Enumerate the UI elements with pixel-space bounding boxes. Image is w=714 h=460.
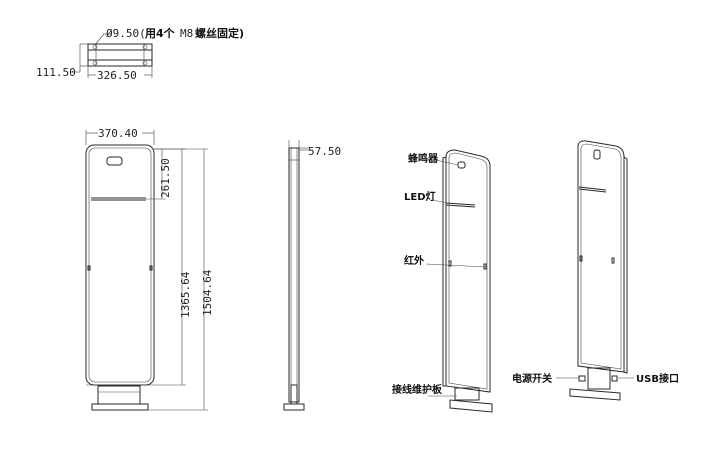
side-view (283, 140, 310, 411)
dimension-base-depth: 111.50 (36, 66, 76, 79)
front-view (85, 130, 208, 411)
label-power-switch: 电源开关 (512, 372, 552, 385)
dimension-led-height: 261.50 (159, 158, 172, 198)
label-wiring-board: 接线维护板 (392, 383, 443, 396)
dimension-base-width: 326.50 (97, 69, 137, 82)
hole-note-fix: 螺丝固定) (195, 26, 244, 40)
label-led: LED灯 (404, 190, 436, 203)
hole-note-m8: M8 (180, 27, 193, 40)
base-plate-top-view (70, 33, 153, 78)
dimension-inner-height: 1365.64 (179, 271, 192, 318)
hole-note-prefix: Ø9.50( (106, 27, 146, 40)
label-infrared: 红外 (404, 254, 424, 267)
perspective-front-view (425, 149, 493, 413)
dimension-panel-thickness: 57.50 (308, 145, 341, 158)
dimension-panel-width: 370.40 (98, 127, 138, 140)
label-buzzer: 蜂鸣器 (408, 152, 439, 165)
label-usb-port: USB接口 (636, 372, 679, 385)
hole-note-use: 用4个 (145, 26, 176, 40)
dimension-total-height: 1504.64 (201, 269, 214, 316)
perspective-rear-view (556, 140, 634, 401)
